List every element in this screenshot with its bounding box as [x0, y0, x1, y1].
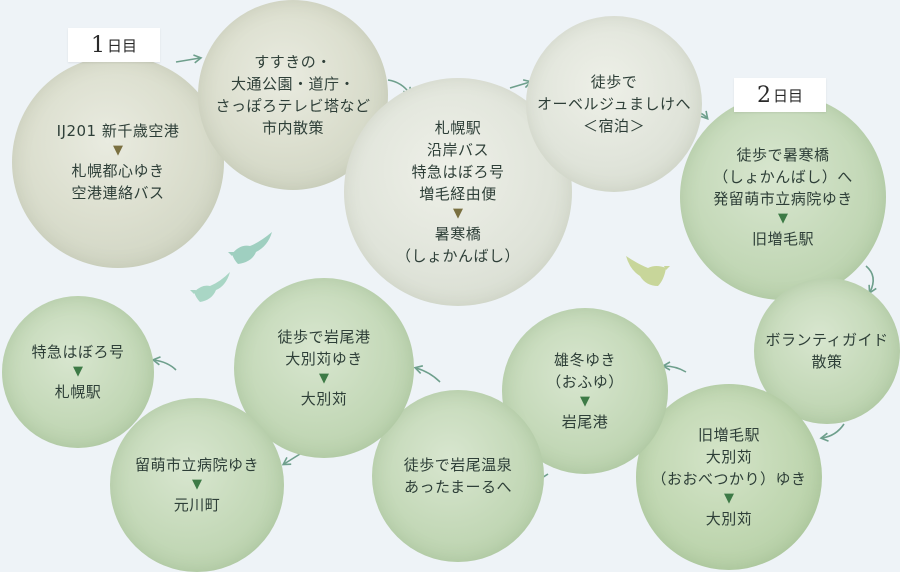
step-line: 札幌都心ゆき [71, 162, 165, 180]
arrow-icon [865, 265, 877, 295]
triangle-down-icon: ▼ [778, 211, 788, 226]
step-line: 徒歩で暑寒橋 [736, 146, 830, 164]
step-line: 増毛経由便 [419, 185, 497, 203]
step-8-circle: 雄冬ゆき （おふゆ） ▼ 岩尾港 [502, 308, 668, 474]
step-line: 徒歩で [590, 73, 638, 91]
step-7-circle: 旧増毛駅 大別苅 （おおべつかり）ゆき ▼ 大別苅 [636, 384, 822, 570]
step-6-circle: ボランティガイド 散策 [754, 278, 900, 424]
day-2-label: 2 日目 [734, 78, 826, 112]
step-line: オーベルジュましけへ [537, 95, 691, 113]
day-suffix: 日目 [772, 86, 803, 105]
step-line: （おふゆ） [546, 373, 624, 391]
step-line: 徒歩で岩尾温泉 [403, 456, 513, 474]
step-line: ＜宿泊＞ [582, 117, 645, 135]
step-line: 大別苅 [705, 448, 753, 466]
step-line: 札幌駅 [54, 383, 102, 401]
step-line: 旧増毛駅 [697, 426, 760, 444]
step-line: 大別苅 [300, 390, 348, 408]
step-line: 旧増毛駅 [751, 230, 814, 248]
step-line: IJ201 新千歳空港 [56, 122, 180, 140]
arrow-icon [413, 365, 441, 383]
step-line: 札幌駅 [434, 119, 482, 137]
triangle-down-icon: ▼ [580, 394, 590, 409]
step-line: 暑寒橋 [434, 225, 482, 243]
step-1-circle: IJ201 新千歳空港 ▼ 札幌都心ゆき 空港連絡バス [12, 56, 224, 268]
step-9-circle: 徒歩で岩尾温泉 あったまーるへ [372, 390, 544, 562]
day-suffix: 日目 [106, 36, 137, 55]
triangle-down-icon: ▼ [113, 143, 123, 158]
triangle-down-icon: ▼ [73, 364, 83, 379]
step-line: ボランティガイド [765, 331, 889, 349]
step-line: 散策 [811, 353, 843, 371]
step-line: あったまーるへ [403, 478, 513, 496]
step-line: （しょかんばし） [395, 247, 520, 265]
arrow-icon [175, 54, 203, 64]
step-line: 岩尾港 [561, 413, 609, 431]
arrow-icon [151, 356, 177, 371]
step-line: 発留萌市立病院ゆき [713, 190, 853, 208]
arrow-icon [281, 453, 301, 466]
step-line: 元川町 [173, 496, 221, 514]
arrow-icon [509, 79, 533, 89]
step-4-circle: 徒歩で オーベルジュましけへ ＜宿泊＞ [526, 16, 702, 192]
bird-icon [626, 256, 670, 286]
step-line: 空港連絡バス [71, 184, 165, 202]
step-line: 大通公園・道庁・ [230, 75, 355, 93]
triangle-down-icon: ▼ [724, 491, 734, 506]
step-line: （しょかんばし）へ [713, 168, 853, 186]
arrow-icon [819, 423, 845, 442]
bird-icon [228, 232, 272, 264]
step-12-circle: 特急はぼろ号 ▼ 札幌駅 [2, 296, 154, 448]
bird-icon [190, 272, 230, 302]
step-line: すすきの・ [254, 53, 332, 71]
step-line: 沿岸バス [426, 141, 489, 159]
step-line: 特急はぼろ号 [31, 343, 125, 361]
day-1-label: 1 日目 [68, 28, 160, 62]
triangle-down-icon: ▼ [453, 206, 463, 221]
step-line: 雄冬ゆき [553, 351, 616, 369]
step-10-circle: 徒歩で岩尾港 大別苅ゆき ▼ 大別苅 [234, 278, 414, 458]
step-line: 留萌市立病院ゆき [134, 456, 259, 474]
step-line: 市内散策 [261, 119, 324, 137]
day-number: 1 [90, 32, 105, 58]
step-11-circle: 留萌市立病院ゆき ▼ 元川町 [110, 398, 284, 572]
step-line: 大別苅ゆき [285, 350, 363, 368]
triangle-down-icon: ▼ [319, 371, 329, 386]
step-line: さっぽろテレビ塔など [215, 97, 371, 115]
day-number: 2 [756, 82, 771, 108]
step-line: 徒歩で岩尾港 [277, 328, 371, 346]
step-5-circle: 徒歩で暑寒橋 （しょかんばし）へ 発留萌市立病院ゆき ▼ 旧増毛駅 [680, 94, 886, 300]
arrow-icon [661, 361, 687, 373]
triangle-down-icon: ▼ [192, 477, 202, 492]
step-line: 特急はぼろ号 [411, 163, 505, 181]
step-line: 大別苅 [705, 510, 753, 528]
step-line: （おおべつかり）ゆき [651, 470, 807, 488]
